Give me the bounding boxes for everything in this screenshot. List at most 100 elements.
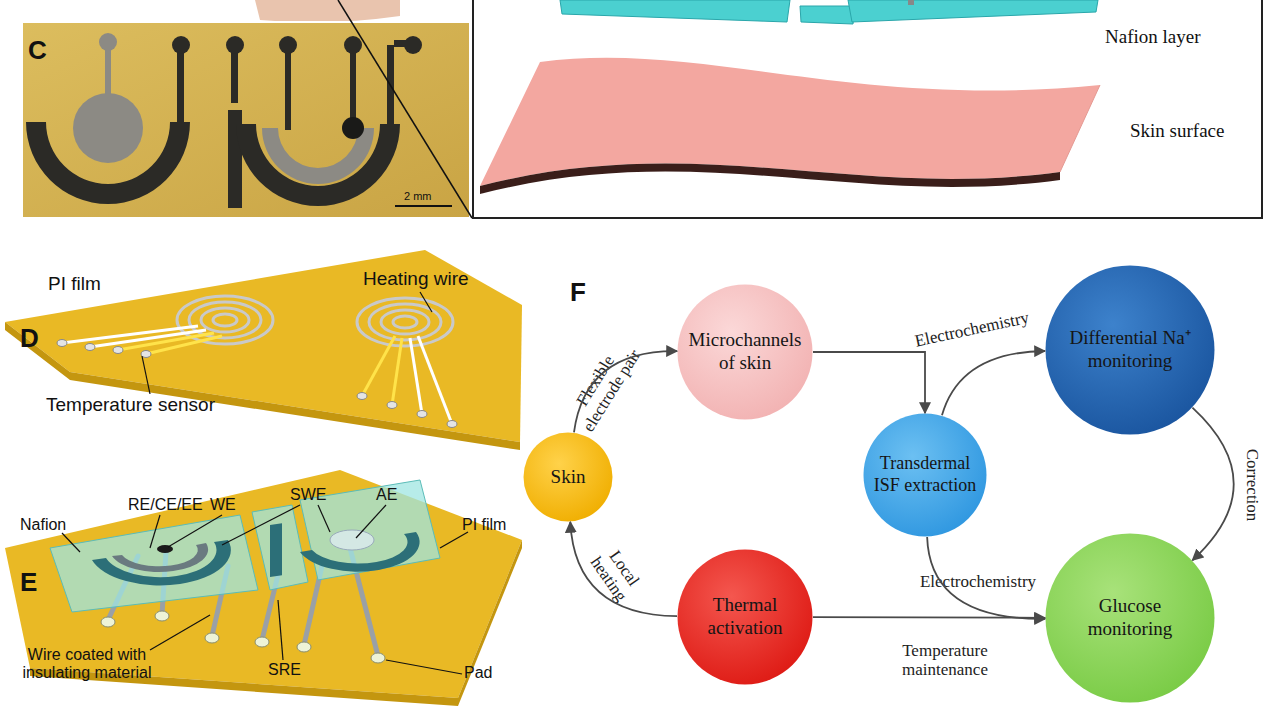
- probe: [908, 0, 914, 5]
- spiral-ring: [201, 308, 249, 332]
- pi-film-edge: [458, 540, 522, 706]
- electrode-photo: [22, 22, 470, 218]
- panel-letter: D: [20, 324, 39, 354]
- zoom-leader: [338, 0, 472, 218]
- pad: [297, 642, 311, 652]
- node-text-box: Thermal activation: [695, 594, 795, 640]
- nafion-slab: [560, 0, 790, 22]
- node-label: Thermal activation: [695, 594, 795, 640]
- flow-circle: Thermal activation: [677, 549, 813, 685]
- panel-letter: E: [20, 568, 37, 598]
- inset-frame: [473, 0, 1262, 218]
- leader-line: [278, 600, 283, 660]
- pi-film: [5, 470, 522, 698]
- heater-film: [5, 250, 522, 450]
- flow-connector: [574, 351, 677, 432]
- pad: [113, 347, 123, 354]
- counter-electrode: [236, 124, 400, 206]
- leader-line: [62, 533, 80, 552]
- sre-bar: [270, 523, 282, 577]
- circle-shape: [678, 285, 813, 420]
- wire: [392, 338, 402, 405]
- skin-edge: [480, 164, 1060, 194]
- circle-shape: [1046, 266, 1215, 435]
- nafion-slab: [800, 6, 855, 24]
- pad: [57, 340, 67, 347]
- heating-spiral: [357, 298, 453, 346]
- leader-line: [142, 356, 150, 394]
- pad: [101, 617, 115, 627]
- flow-connector: [813, 352, 925, 413]
- wire: [362, 336, 395, 396]
- trace: [350, 45, 356, 125]
- pi-film-edge: [5, 322, 520, 450]
- node-label: Differential Na⁺ monitoring: [1065, 327, 1195, 373]
- pad: [447, 421, 457, 428]
- leader-line: [386, 660, 462, 674]
- electrode-pattern: [26, 33, 452, 208]
- edge-label: Electrochemistry: [897, 305, 1048, 354]
- scale-bar: [395, 205, 452, 207]
- spiral-ring: [357, 298, 453, 346]
- leader-line: [356, 505, 386, 538]
- trace: [285, 45, 291, 130]
- spiral-ring: [393, 316, 417, 328]
- edge-label: Correction: [1243, 435, 1262, 535]
- node-label: Microchannels of skin: [687, 329, 803, 375]
- part-label: WE: [210, 496, 236, 514]
- part-label: Pad: [464, 664, 492, 682]
- edge-label: Local heating: [583, 538, 649, 610]
- pad: [205, 633, 219, 643]
- pad: [255, 637, 269, 647]
- node-text-box: Glucose monitoring: [1070, 595, 1190, 641]
- scale-label: 2 mm: [404, 190, 432, 203]
- pad: [85, 344, 95, 351]
- nafion-slab: [50, 515, 258, 612]
- part-label: Temperature sensor: [46, 394, 215, 416]
- flow-circle: Glucose monitoring: [1045, 533, 1215, 703]
- node-text-box: Skin: [528, 466, 608, 489]
- spiral-ring: [213, 314, 237, 326]
- contact-pad: [279, 36, 297, 54]
- edge-label: Flexible electrode pair: [559, 329, 649, 442]
- panel-letter: C: [28, 36, 47, 66]
- panel-letter: F: [570, 278, 586, 308]
- node-label: Glucose monitoring: [1070, 595, 1190, 641]
- flow-connector: [1192, 408, 1233, 561]
- we-dot: [157, 545, 173, 553]
- part-label: RE/CE/EE: [128, 496, 203, 514]
- part-label: Nafion: [20, 516, 66, 534]
- circle-shape: [1046, 534, 1215, 703]
- spiral-ring: [381, 310, 429, 334]
- pad: [387, 402, 397, 409]
- leader-line: [150, 515, 160, 548]
- pad: [417, 411, 427, 418]
- circle-shape: [864, 414, 987, 537]
- leader-line: [168, 515, 222, 547]
- nafion-slab: [848, 0, 1098, 22]
- nafion-slab: [252, 505, 308, 590]
- swe-arc: [92, 540, 231, 585]
- flow-connector: [927, 537, 1045, 619]
- circle-shape: [524, 433, 613, 522]
- part-label: SRE: [268, 661, 301, 679]
- working-electrode: [73, 93, 143, 163]
- working-electrode: [342, 117, 364, 139]
- ae-disc: [330, 530, 374, 550]
- part-label: PI film: [462, 516, 506, 534]
- part-label: Nafion layer: [1105, 26, 1200, 48]
- flow-circle: Transdermal ISF extraction: [863, 413, 987, 537]
- edge-label: Electrochemistry: [903, 573, 1053, 592]
- skin-edge: [1060, 85, 1100, 172]
- part-label: SWE: [290, 486, 326, 504]
- pi-film: [5, 250, 522, 442]
- flow-circle: Skin: [523, 432, 613, 522]
- part-label: Skin surface: [1130, 120, 1224, 142]
- skin-photo: [255, 0, 400, 22]
- part-label: AE: [376, 486, 397, 504]
- pad: [155, 611, 169, 621]
- re-arc: [112, 543, 208, 572]
- node-label: Skin: [528, 466, 608, 489]
- node-text-box: Microchannels of skin: [687, 329, 803, 375]
- part-label: Heating wire: [363, 268, 469, 290]
